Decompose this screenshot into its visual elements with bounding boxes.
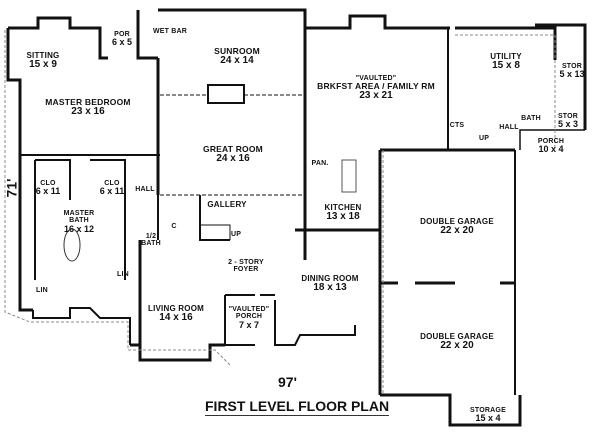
room-hall-right: HALL	[499, 124, 519, 131]
room-wet-bar: WET BAR	[152, 28, 188, 35]
room-up-back: UP	[478, 135, 490, 142]
wall	[6, 28, 33, 312]
room-foyer: 2 - STORY FOYER	[228, 259, 264, 274]
width-dimension: 97'	[278, 374, 297, 390]
wall	[8, 16, 108, 60]
room-coat: C	[171, 223, 177, 230]
room-lin-1: LIN	[117, 271, 129, 278]
plan-title: FIRST LEVEL FLOOR PLAN	[205, 398, 390, 416]
room-lin-2: LIN	[36, 287, 48, 294]
room-up-front: UP	[230, 231, 242, 238]
room-pantry: PAN.	[311, 160, 329, 167]
room-cts: CTS	[449, 122, 465, 129]
room-bath: BATH	[521, 115, 541, 122]
depth-dimension: 71'	[3, 178, 20, 198]
room-hall-left: HALL	[135, 186, 155, 193]
room-gallery: GALLERY	[207, 200, 247, 209]
room-half-bath: 1/2 BATH	[141, 233, 161, 248]
